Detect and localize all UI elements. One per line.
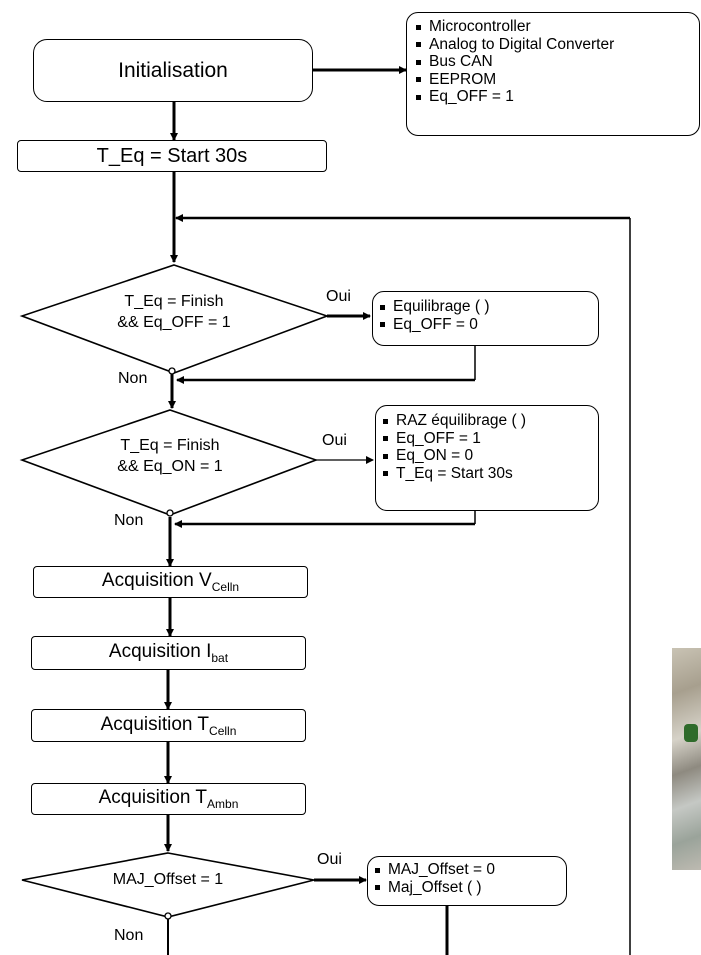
decision3-yes-label: Oui: [317, 851, 342, 868]
acq-tamb-sub: Ambn: [207, 796, 239, 811]
d3-non-dot: [164, 912, 172, 920]
acq-tamb-label: Acquisition TAmbn: [99, 787, 239, 811]
decision1-yes-label: Oui: [326, 288, 351, 305]
init-note-2: Analog to Digital Converter: [413, 36, 699, 54]
d1-non-dot: [168, 367, 176, 375]
decision3-line1: MAJ_Offset = 1: [112, 871, 224, 888]
acq-tamb-main: Acquisition T: [98, 787, 208, 809]
acq-tcell-main: Acquisition T: [100, 713, 210, 735]
decision2-yes-label: Oui: [322, 432, 347, 449]
decision1-line1: T_Eq = Finish: [124, 293, 224, 310]
teq-start-box: T_Eq = Start 30s: [17, 140, 327, 172]
decision3-text: MAJ_Offset = 1: [28, 870, 308, 891]
init-note-3: Bus CAN: [413, 53, 699, 71]
teq-start-label: T_Eq = Start 30s: [96, 144, 248, 167]
init-label: Initialisation: [118, 58, 228, 82]
decision2-note-3: Eq_ON = 0: [380, 447, 598, 465]
acq-tamb-box: Acquisition TAmbn: [31, 783, 306, 815]
decision2-note-2: Eq_OFF = 1: [380, 430, 598, 448]
init-box: Initialisation: [33, 39, 313, 102]
decision2-line1: T_Eq = Finish: [120, 437, 220, 454]
decision2-note-4: T_Eq = Start 30s: [380, 465, 598, 483]
decision2-line2: && Eq_ON = 1: [117, 457, 223, 475]
acq-vcell-box: Acquisition VCelln: [33, 566, 308, 598]
photo-green-spot: [684, 724, 698, 742]
decision3-notes-box: MAJ_Offset = 0 Maj_Offset ( ): [367, 856, 567, 906]
acq-tcell-box: Acquisition TCelln: [31, 709, 306, 742]
acq-ibat-sub: bat: [211, 650, 229, 665]
decision1-line2: && Eq_OFF = 1: [117, 313, 231, 331]
acq-ibat-label: Acquisition Ibat: [109, 641, 228, 665]
decision2-note-1: RAZ équilibrage ( ): [380, 412, 598, 430]
decision2-notes-box: RAZ équilibrage ( ) Eq_OFF = 1 Eq_ON = 0…: [375, 405, 599, 511]
d2-non-dot: [166, 509, 174, 517]
decision1-note-1: Equilibrage ( ): [377, 298, 598, 316]
acq-vcell-sub: Celln: [211, 579, 240, 594]
decision3-note-1: MAJ_Offset = 0: [372, 861, 566, 879]
photo-fragment: [672, 648, 701, 870]
decision1-text: T_Eq = Finish && Eq_OFF = 1: [34, 292, 314, 334]
decision1-note-2: Eq_OFF = 0: [377, 316, 598, 334]
acq-vcell-main: Acquisition V: [101, 570, 212, 592]
decision2-no-label: Non: [114, 512, 144, 529]
init-note-4: EEPROM: [413, 71, 699, 89]
acq-ibat-box: Acquisition Ibat: [31, 636, 306, 670]
init-note-5: Eq_OFF = 1: [413, 88, 699, 106]
decision1-notes-box: Equilibrage ( ) Eq_OFF = 0: [372, 291, 599, 346]
decision3-note-2: Maj_Offset ( ): [372, 879, 566, 897]
decision2-text: T_Eq = Finish && Eq_ON = 1: [30, 436, 310, 478]
acq-tcell-sub: Celln: [209, 723, 237, 738]
acq-vcell-label: Acquisition VCelln: [102, 570, 239, 594]
init-notes-box: Microcontroller Analog to Digital Conver…: [406, 12, 700, 136]
acq-ibat-main: Acquisition I: [108, 641, 212, 663]
decision3-no-label: Non: [114, 927, 144, 944]
init-note-1: Microcontroller: [413, 18, 699, 36]
decision1-no-label: Non: [118, 370, 148, 387]
acq-tcell-label: Acquisition TCelln: [101, 714, 237, 738]
